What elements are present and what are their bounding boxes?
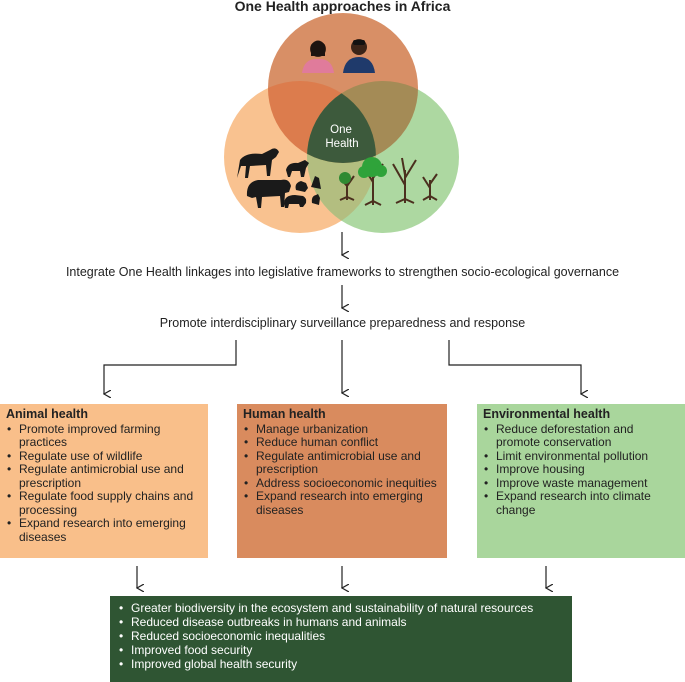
list-item: Regulate antimicrobial use and prescript… xyxy=(243,449,441,477)
one-health-center xyxy=(307,81,376,163)
step-legislative-frameworks: Integrate One Health linkages into legis… xyxy=(65,265,620,279)
list-item: Expand research into emerging diseases xyxy=(243,489,441,517)
animal-health-title: Animal health xyxy=(6,407,88,421)
environmental-health-title: Environmental health xyxy=(483,407,611,421)
animal-health-box: Animal health Promote improved farming p… xyxy=(0,404,208,558)
list-item: Manage urbanization xyxy=(243,422,441,437)
list-item: Improve housing xyxy=(483,462,679,477)
list-item: Regulate antimicrobial use and prescript… xyxy=(6,462,202,490)
environmental-health-box: Environmental health Reduce deforestatio… xyxy=(477,404,685,558)
list-item: Regulate use of wildlife xyxy=(6,449,202,464)
list-item: Expand research into emerging diseases xyxy=(6,516,202,544)
human-health-box: Human health Manage urbanization Reduce … xyxy=(237,404,447,558)
list-item: Promote improved farming practices xyxy=(6,422,202,450)
outcome-item: Improved global health security xyxy=(118,657,564,671)
list-item: Reduce human conflict xyxy=(243,435,441,450)
one-health-venn: One Health xyxy=(224,13,459,233)
animals-icon xyxy=(237,148,321,208)
outcome-item: Reduced socioeconomic inequalities xyxy=(118,629,564,643)
list-item: Reduce deforestation and promote conserv… xyxy=(483,422,679,450)
people-icon xyxy=(302,39,375,73)
trees-icon xyxy=(339,157,438,206)
outcomes-box: Greater biodiversity in the ecosystem an… xyxy=(110,596,572,682)
list-item: Limit environmental pollution xyxy=(483,449,679,464)
list-item: Address socioeconomic inequities xyxy=(243,476,441,491)
human-health-title: Human health xyxy=(243,407,326,421)
flow-arrows xyxy=(0,232,685,600)
outcome-item: Greater biodiversity in the ecosystem an… xyxy=(118,601,564,615)
outcome-item: Improved food security xyxy=(118,643,564,657)
center-label-line2: Health xyxy=(325,138,358,150)
list-item: Regulate food supply chains and processi… xyxy=(6,489,202,517)
list-item: Improve waste management xyxy=(483,476,679,491)
outcome-item: Reduced disease outbreaks in humans and … xyxy=(118,615,564,629)
list-item: Expand research into climate change xyxy=(483,489,679,517)
diagram-title: One Health approaches in Africa xyxy=(234,0,451,14)
center-label-line1: One xyxy=(330,124,352,136)
step-surveillance: Promote interdisciplinary surveillance p… xyxy=(159,316,526,330)
